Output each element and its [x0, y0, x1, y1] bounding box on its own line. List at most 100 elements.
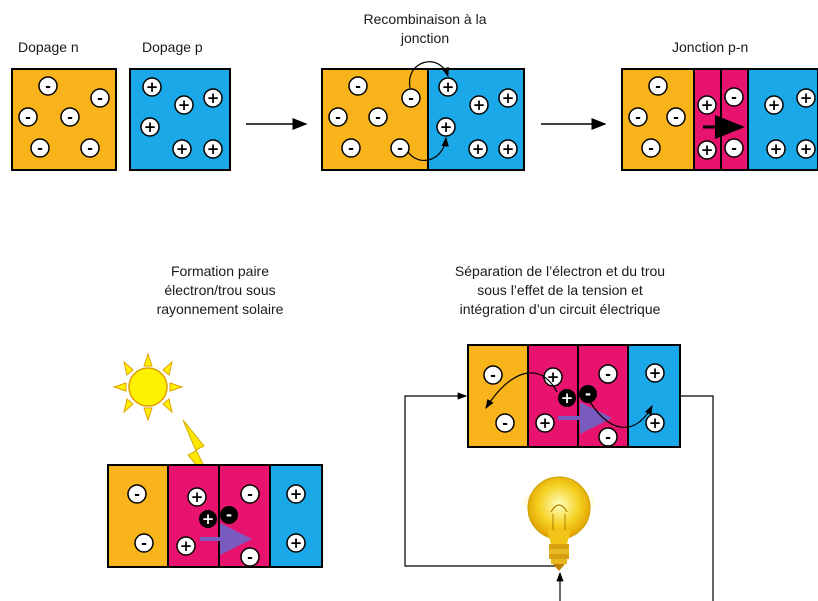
- hole: +: [436, 117, 456, 137]
- hole: +: [764, 95, 784, 115]
- svg-text:+: +: [768, 96, 781, 114]
- electron: -: [495, 413, 515, 433]
- svg-text:-: -: [673, 110, 679, 126]
- label-separation-line1: Séparation de l’électron et du trou: [454, 263, 666, 279]
- hole: +: [469, 95, 489, 115]
- hole: +: [543, 367, 563, 387]
- label-recombinaison: Recombinaison à la jonction: [340, 10, 510, 48]
- hole: +: [645, 413, 665, 433]
- svg-text:-: -: [67, 110, 73, 126]
- sun-icon: [112, 352, 184, 422]
- label-formation-line2: électron/trou sous: [164, 282, 276, 298]
- svg-text:-: -: [45, 79, 51, 95]
- svg-text:+: +: [701, 96, 714, 114]
- electron: -: [127, 484, 147, 504]
- label-formation-line1: Formation paire: [170, 263, 270, 279]
- svg-text:+: +: [176, 140, 189, 158]
- svg-text:+: +: [178, 96, 191, 114]
- svg-text:-: -: [247, 550, 253, 566]
- hole: +: [796, 88, 816, 108]
- electron-1: -: [38, 76, 58, 96]
- svg-text:+: +: [207, 89, 220, 107]
- electron: -: [134, 533, 154, 553]
- hole: +: [535, 413, 555, 433]
- svg-text:+: +: [502, 89, 515, 107]
- electron: -: [666, 107, 686, 127]
- svg-text:-: -: [731, 141, 737, 157]
- label-separation-line2: sous l’effet de la tension et: [477, 282, 643, 298]
- electron: -: [240, 547, 260, 567]
- light-bulb-icon: [523, 476, 595, 571]
- electron: -: [341, 138, 361, 158]
- label-jonction: Jonction p-n: [672, 39, 749, 55]
- svg-text:-: -: [247, 487, 253, 503]
- label-formation: Formation paire électron/trou sous rayon…: [120, 262, 320, 319]
- circuit-wire-right: [680, 395, 714, 601]
- hole: +: [187, 487, 207, 507]
- electron-3: -: [18, 107, 38, 127]
- hole: +: [286, 484, 306, 504]
- svg-text:+: +: [547, 368, 560, 386]
- hole: +: [796, 139, 816, 159]
- svg-text:+: +: [146, 78, 159, 96]
- electron: -: [240, 484, 260, 504]
- hole: +: [468, 139, 488, 159]
- hole: +: [697, 95, 717, 115]
- electron: -: [598, 364, 618, 384]
- electron-hole-pair-circuit: + -: [558, 385, 597, 407]
- svg-text:-: -: [348, 141, 354, 157]
- svg-text:-: -: [335, 110, 341, 126]
- electron-hole-pair: + -: [199, 506, 238, 528]
- electron: -: [401, 88, 421, 108]
- svg-text:+: +: [191, 488, 204, 506]
- circuit-wire-left: [404, 392, 556, 567]
- svg-text:+: +: [561, 389, 574, 407]
- hole: +: [176, 536, 196, 556]
- hole-6: +: [203, 139, 223, 159]
- hole-1: +: [142, 77, 162, 97]
- electron-5: -: [30, 138, 50, 158]
- svg-text:-: -: [141, 536, 147, 552]
- junction-charges: - - - - - - + + + + + +: [628, 76, 816, 160]
- hole: +: [498, 88, 518, 108]
- hole: +: [697, 140, 717, 160]
- svg-text:+: +: [290, 485, 303, 503]
- svg-text:+: +: [649, 414, 662, 432]
- svg-text:-: -: [25, 110, 31, 126]
- svg-text:-: -: [134, 487, 140, 503]
- svg-text:-: -: [605, 430, 611, 446]
- hole: +: [498, 139, 518, 159]
- electron-path-arrow: [485, 372, 558, 410]
- svg-text:-: -: [605, 367, 611, 383]
- label-recombinaison-line2: jonction: [400, 30, 450, 46]
- recombination-charges: - - - - - - + + + + + +: [328, 76, 518, 159]
- svg-text:-: -: [97, 91, 103, 107]
- p-doped-charges: + + + + + +: [140, 77, 223, 159]
- electron: -: [648, 76, 668, 96]
- electron: -: [641, 138, 661, 158]
- label-formation-line3: rayonnement solaire: [156, 301, 284, 317]
- svg-text:+: +: [440, 118, 453, 136]
- svg-text:+: +: [180, 537, 193, 555]
- electron: -: [724, 87, 744, 107]
- svg-text:-: -: [635, 110, 641, 126]
- electron: -: [598, 427, 618, 447]
- electron: -: [628, 107, 648, 127]
- svg-text:-: -: [731, 90, 737, 106]
- svg-text:-: -: [585, 385, 591, 403]
- svg-text:-: -: [408, 91, 414, 107]
- svg-text:-: -: [226, 506, 232, 524]
- hole-2: +: [203, 88, 223, 108]
- svg-text:+: +: [701, 141, 714, 159]
- svg-text:+: +: [800, 89, 813, 107]
- svg-text:-: -: [648, 141, 654, 157]
- svg-text:+: +: [800, 140, 813, 158]
- electron-4: -: [60, 107, 80, 127]
- svg-text:+: +: [539, 414, 552, 432]
- electron: -: [368, 107, 388, 127]
- circuit-cell-p-region: [627, 344, 681, 448]
- svg-text:+: +: [207, 140, 220, 158]
- label-separation-line3: intégration d’un circuit électrique: [459, 301, 661, 317]
- hole-5: +: [172, 139, 192, 159]
